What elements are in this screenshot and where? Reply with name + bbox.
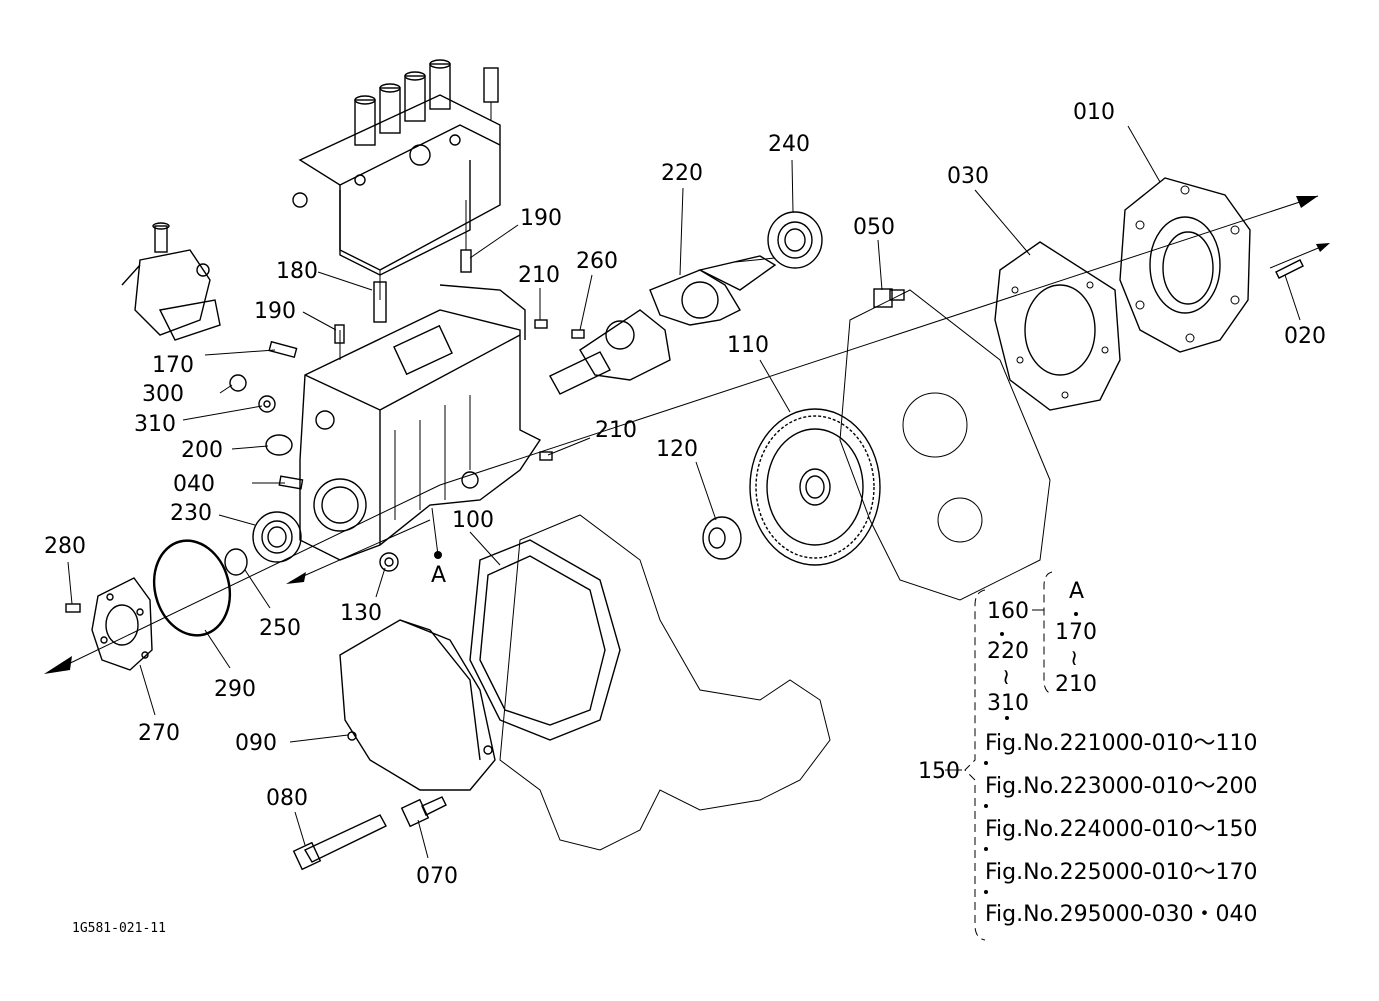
key-fig-ref-5: Fig.No.295000-030・040 (985, 902, 1258, 927)
callout-190-a: 190 (520, 206, 562, 231)
callout-100: 100 (452, 508, 494, 533)
gear-case-housing (299, 284, 542, 561)
callout-050: 050 (853, 215, 895, 240)
callout-120: 120 (656, 437, 698, 462)
snap-ring-250 (224, 548, 248, 576)
callout-130: 130 (340, 601, 382, 626)
callout-030: 030 (947, 164, 989, 189)
injection-pump (292, 59, 501, 276)
key-fig-ref-3: Fig.No.224000-010～150 (985, 817, 1258, 842)
key-inner-end: 210 (1055, 672, 1097, 697)
key-inner-start: 170 (1055, 620, 1097, 645)
key-range-end: 310 (987, 691, 1029, 716)
small-parts (229, 249, 585, 572)
callout-280: 280 (44, 534, 86, 559)
cover-plate-270 (65, 577, 153, 671)
callout-310: 310 (134, 412, 176, 437)
alignment-lines (339, 200, 467, 360)
callout-040: 040 (173, 472, 215, 497)
callout-250: 250 (259, 616, 301, 641)
stud-020 (1275, 259, 1304, 279)
key-inner-symbol: ≀ (1070, 646, 1078, 671)
callout-070: 070 (416, 864, 458, 889)
callout-300: 300 (142, 382, 184, 407)
cover-090 (339, 619, 496, 791)
key-subgroup-label: 160 (987, 599, 1029, 624)
bearing-230 (252, 511, 302, 563)
bolts (292, 796, 447, 871)
callout-080: 080 (266, 786, 308, 811)
callout-210-b: 210 (595, 418, 637, 443)
gasket-100 (469, 539, 621, 741)
housing-010 (1119, 177, 1251, 353)
drawing-id: 1G581-021-11 (72, 921, 166, 936)
callout-210-a: 210 (518, 263, 560, 288)
key-fig-ref-2: Fig.No.223000-010～200 (985, 774, 1258, 799)
key-inner-marker: A (1069, 579, 1084, 604)
bushing-120 (702, 516, 742, 560)
bearing-240 (767, 211, 823, 269)
o-ring-290 (152, 539, 232, 637)
callout-170: 170 (152, 353, 194, 378)
callout-240: 240 (768, 132, 810, 157)
callout-290: 290 (214, 677, 256, 702)
callout-220: 220 (661, 161, 703, 186)
callout-260: 260 (576, 249, 618, 274)
key-fig-ref-4: Fig.No.225000-010～170 (985, 860, 1258, 885)
callout-labels: 010 020 030 040 050 070 080 090 100 110 … (44, 100, 1326, 889)
key-group-label: 150 (918, 759, 960, 784)
gasket-030 (994, 241, 1121, 411)
callout-200: 200 (181, 438, 223, 463)
engine-block-outline (499, 289, 1051, 851)
callout-230: 230 (170, 501, 212, 526)
center-marker-a: A (431, 563, 446, 588)
gear-110 (749, 408, 881, 566)
callout-090: 090 (235, 731, 277, 756)
callout-010: 010 (1073, 100, 1115, 125)
bolt-050 (873, 288, 905, 308)
leader-lines (67, 125, 1301, 859)
camshaft-220 (549, 255, 777, 395)
callout-190-b: 190 (254, 299, 296, 324)
callout-180: 180 (276, 259, 318, 284)
assembly-key: 150 160 220 ≀ 310 A 170 ≀ 210 Fig.No.221… (918, 571, 1258, 941)
key-range-start: 220 (987, 639, 1029, 664)
assembly-axis (44, 195, 1330, 674)
key-fig-ref-1: Fig.No.221000-010～110 (985, 731, 1258, 756)
callout-110: 110 (727, 333, 769, 358)
feed-pump (121, 222, 221, 341)
callout-020: 020 (1284, 324, 1326, 349)
callout-270: 270 (138, 721, 180, 746)
key-range-symbol: ≀ (1002, 665, 1010, 690)
